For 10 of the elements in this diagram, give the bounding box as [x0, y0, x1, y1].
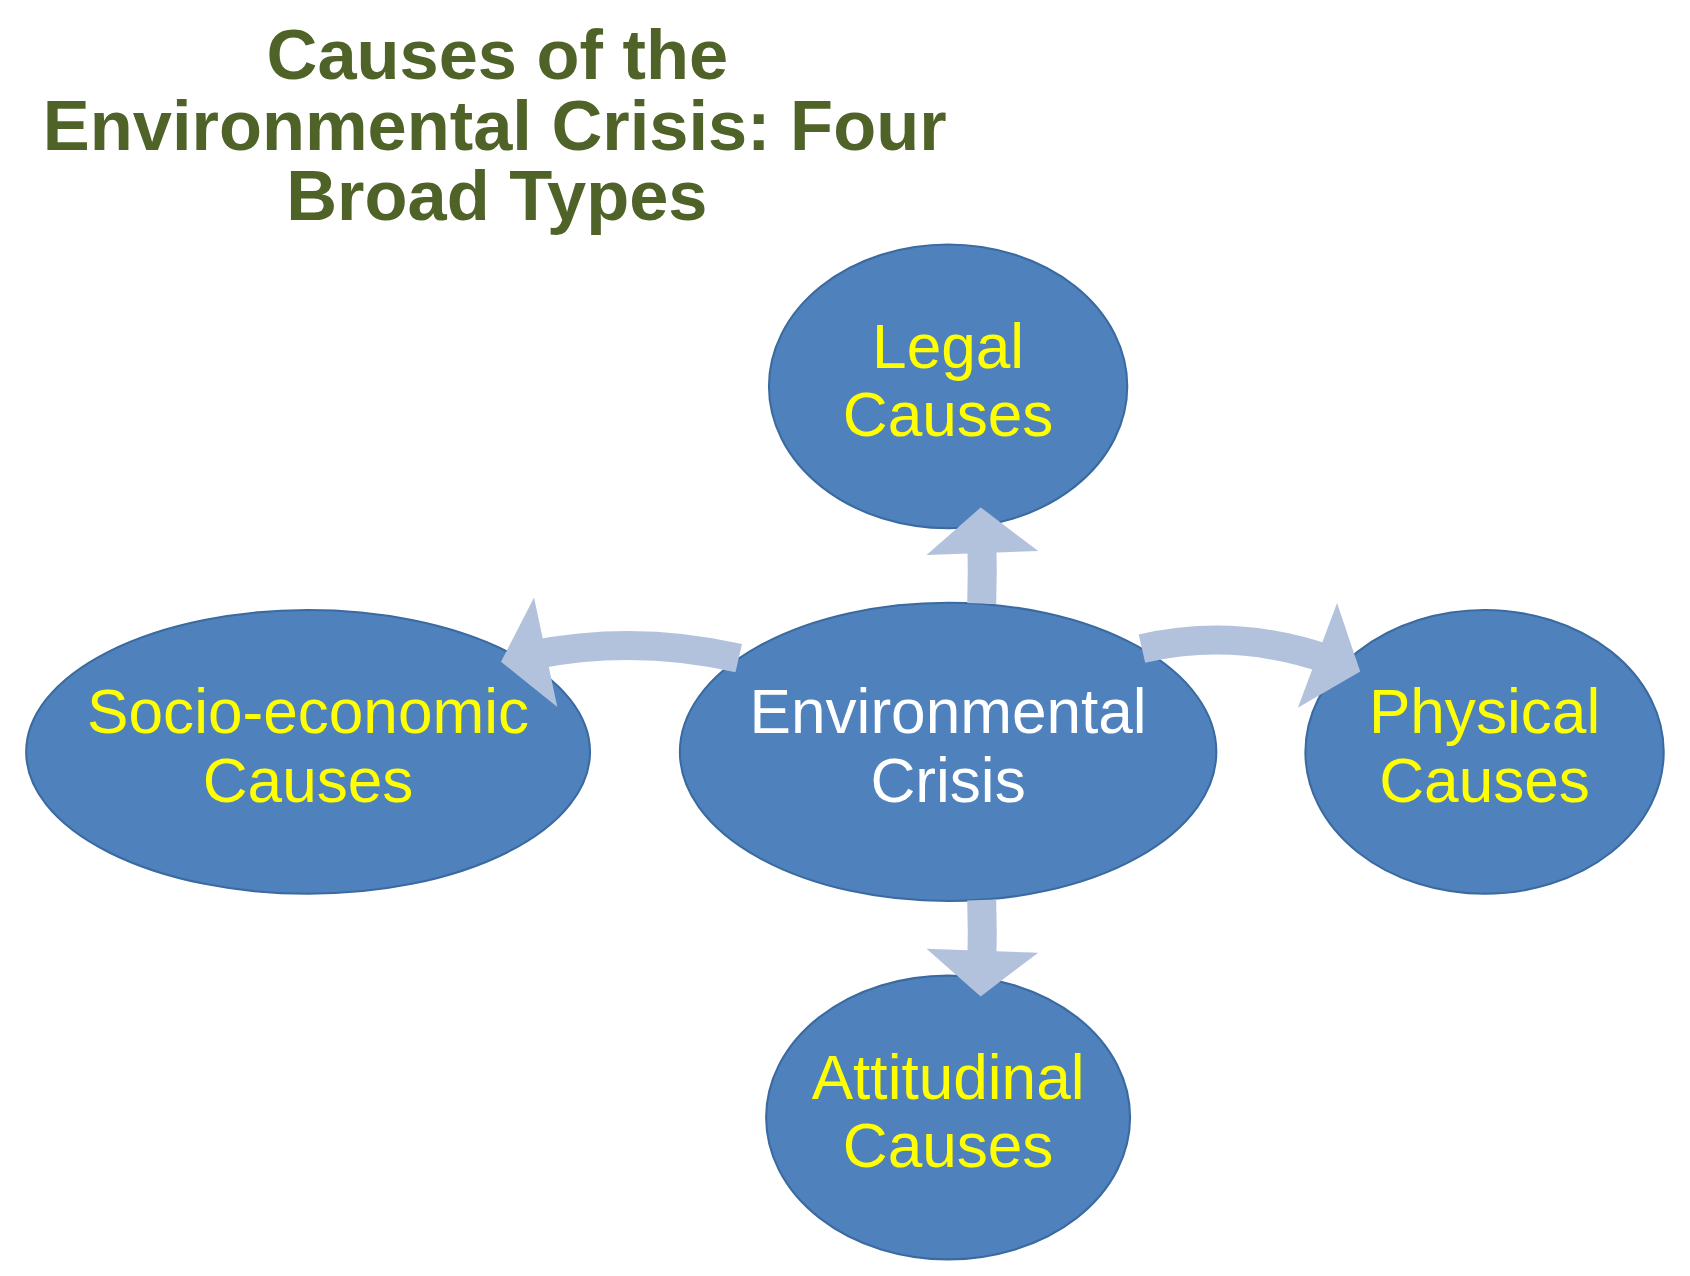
node-ellipse: Legal Causes [767, 243, 1129, 530]
arrow [926, 899, 1039, 997]
arrow [501, 597, 742, 707]
node-ellipse: Socio-economic Causes [25, 609, 592, 895]
node-ellipse: Physical Causes [1304, 609, 1665, 895]
arrow [1139, 603, 1361, 708]
node-ellipse: Attitudinal Causes [765, 974, 1132, 1261]
arrow [926, 507, 1039, 604]
diagram-title: Causes of the Environmental Crisis: Four Broad Types [42, 15, 947, 236]
node-ellipse: Environmental Crisis [678, 601, 1218, 903]
